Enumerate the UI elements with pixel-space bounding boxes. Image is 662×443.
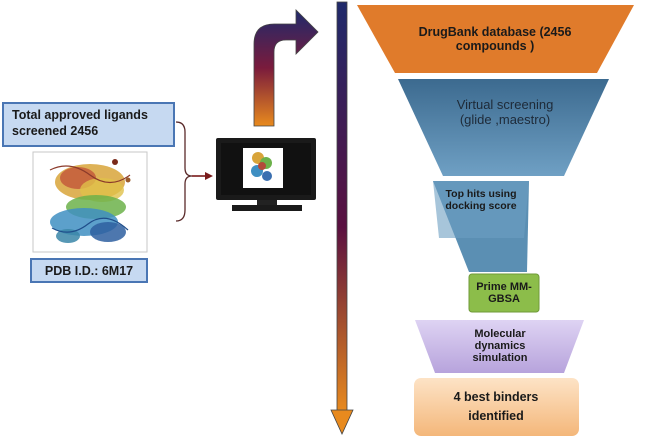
bracket-connector [175, 121, 213, 222]
funnel-step-5-shape [415, 320, 584, 373]
funnel-step-6-shape [414, 378, 579, 436]
bent-arrow [253, 9, 319, 127]
funnel-step-4-shape [468, 273, 540, 313]
funnel-step-3-shading [433, 181, 529, 238]
funnel-step-2-label: Virtual screening (glide ,maestro) [456, 97, 554, 127]
funnel-step-1-label: DrugBank database (2456 compounds ) [418, 25, 572, 53]
ligands-label: Total approved ligands screened 2456 [12, 108, 148, 138]
funnel-step-5-label: Molecular dynamics simulation [472, 327, 528, 365]
funnel-step-2-shape [398, 79, 609, 176]
funnel-step-6-label: 4 best binders identified [453, 390, 539, 423]
funnel [357, 5, 634, 436]
funnel-step-3-label: Top hits using docking score [445, 188, 517, 212]
funnel-step-1-shape [357, 5, 634, 73]
vertical-flow-arrow [330, 1, 354, 435]
ligands-label-box: Total approved ligands screened 2456 [2, 102, 175, 147]
protein-structure-image [32, 151, 148, 253]
pdb-label-box: PDB I.D.: 6M17 [30, 258, 148, 283]
funnel-step-4-label: Prime MM-GBSA [476, 280, 532, 305]
monitor-icon [216, 138, 316, 211]
pdb-label: PDB I.D.: 6M17 [44, 263, 134, 278]
